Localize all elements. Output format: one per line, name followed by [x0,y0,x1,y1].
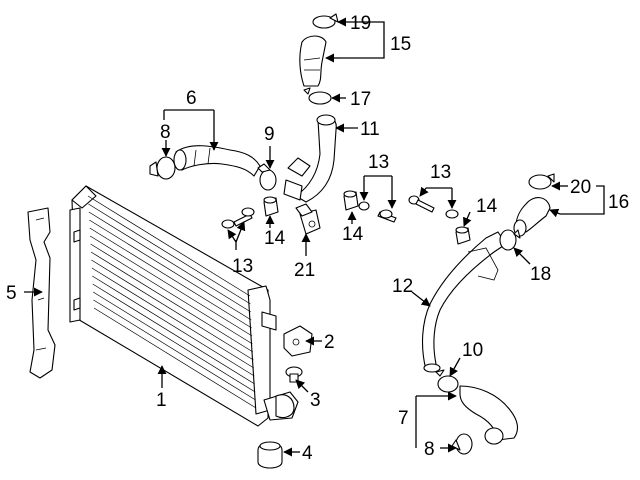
bolt-13-right [408,195,459,219]
intercooler [69,185,299,427]
callout-16: 16 [608,192,629,213]
callout-10: 10 [462,340,483,361]
bolt [285,366,303,383]
leader-lines [24,17,605,457]
callout-13-mid: 13 [368,152,389,173]
callout-5: 5 [6,283,17,304]
callout-12: 12 [392,276,413,297]
callout-14-right: 14 [476,196,498,217]
mount-bushing [257,441,283,469]
intercooler-fin [90,251,254,353]
callout-7: 7 [398,408,409,429]
hose-clamp-lower [451,433,473,455]
intercooler-fin [88,211,252,313]
callout-8-upper: 8 [160,122,171,143]
callout-21: 21 [294,260,315,281]
hose-clamp-upper [149,156,176,180]
hose-clamp-19 [312,13,339,29]
intercooler-fin [92,275,255,377]
callout-3: 3 [310,390,321,411]
upper-hose-15 [299,35,327,87]
bolt-13-mid [358,201,397,223]
hose-clamp-20 [528,173,555,190]
callout-15: 15 [390,34,411,55]
hose-clamp-17 [303,87,332,105]
intercooler-fin [87,195,251,297]
callout-11: 11 [360,119,380,140]
hose-clamp-18 [499,229,521,251]
hose-clamp-10 [435,369,459,393]
intercooler-fin [89,219,252,321]
air-guide-seal [27,207,56,379]
intercooler-fins [87,195,257,409]
intake-pipe-11 [283,114,337,203]
callout-1: 1 [156,390,167,411]
intercooler-fin [89,227,252,329]
callout-14-left: 14 [264,228,286,249]
intercooler-fin [92,291,256,393]
intercooler-fin [91,267,255,369]
intercooler-fin [90,243,253,345]
callout-4: 4 [302,443,313,464]
callout-13-right: 13 [430,162,451,183]
bracket [283,325,313,357]
intercooler-fin [89,235,253,337]
callout-13-left: 13 [232,256,253,277]
intercooler-fin [92,283,255,385]
grommet-14-mid [343,190,359,211]
callout-14-mid: 14 [342,224,364,245]
bolt-13-left [221,207,255,229]
callout-2: 2 [324,332,335,353]
callout-17: 17 [350,89,371,110]
callout-8-lower: 8 [424,439,435,460]
callout-19: 19 [350,13,371,34]
intercooler-fin [91,259,254,361]
callout-20: 20 [570,177,591,198]
intercooler-fin [93,299,256,401]
callout-6: 6 [186,88,197,109]
callout-9: 9 [264,124,275,145]
intercooler-fin [93,307,257,409]
sensor-21 [295,203,321,235]
callout-18: 18 [530,264,551,285]
intake-hose-7 [459,385,519,445]
callout-labels: 5 1 2 3 4 6 8 9 11 13 14 21 14 13 13 14 … [6,13,629,464]
metal-pipe-12 [422,231,507,373]
hose-clamp-9 [257,163,277,191]
intercooler-fin [88,203,251,305]
grommet-14-right [455,226,471,245]
intake-hose-6 [173,145,261,177]
hose-16 [513,197,551,237]
grommet-14-left [263,196,279,217]
